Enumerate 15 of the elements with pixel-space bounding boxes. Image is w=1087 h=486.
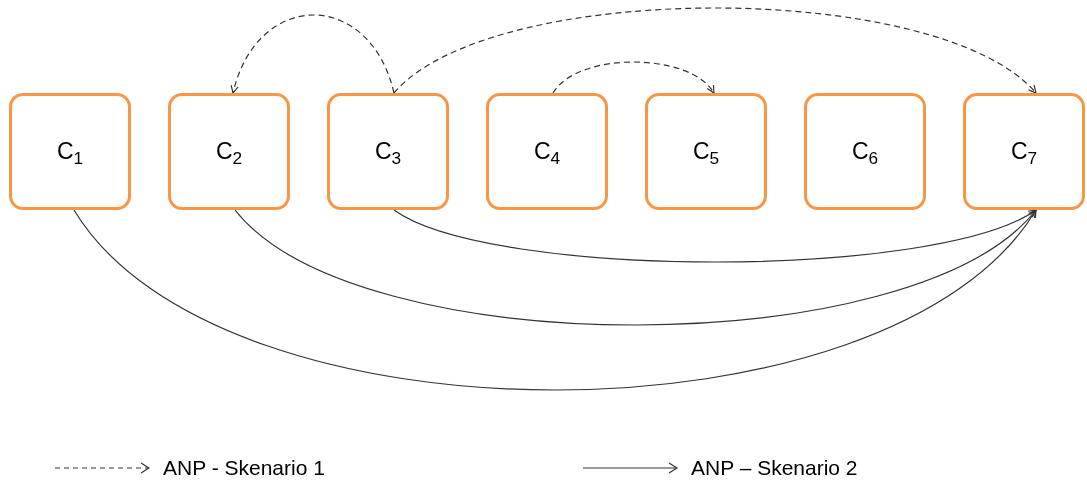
node-box: C$_{5}$	[645, 93, 767, 210]
node-box: C$_{2}$	[168, 93, 290, 210]
arrow	[393, 7, 1037, 94]
legend-label: ANP – Skenario 2	[691, 455, 858, 481]
node-box: C$_{7}$	[963, 93, 1085, 210]
node-box: C$_{3}$	[327, 93, 449, 210]
arrow	[234, 209, 1037, 326]
arrow	[73, 209, 1037, 391]
arrow	[552, 61, 715, 94]
node-box: C$_{1}$	[9, 93, 131, 210]
node-box: C$_{4}$	[486, 93, 608, 210]
node-box: C$_{6}$	[804, 93, 926, 210]
legend-label: ANP - Skenario 1	[163, 455, 325, 481]
arrow	[231, 14, 395, 94]
arrow	[393, 209, 1037, 263]
